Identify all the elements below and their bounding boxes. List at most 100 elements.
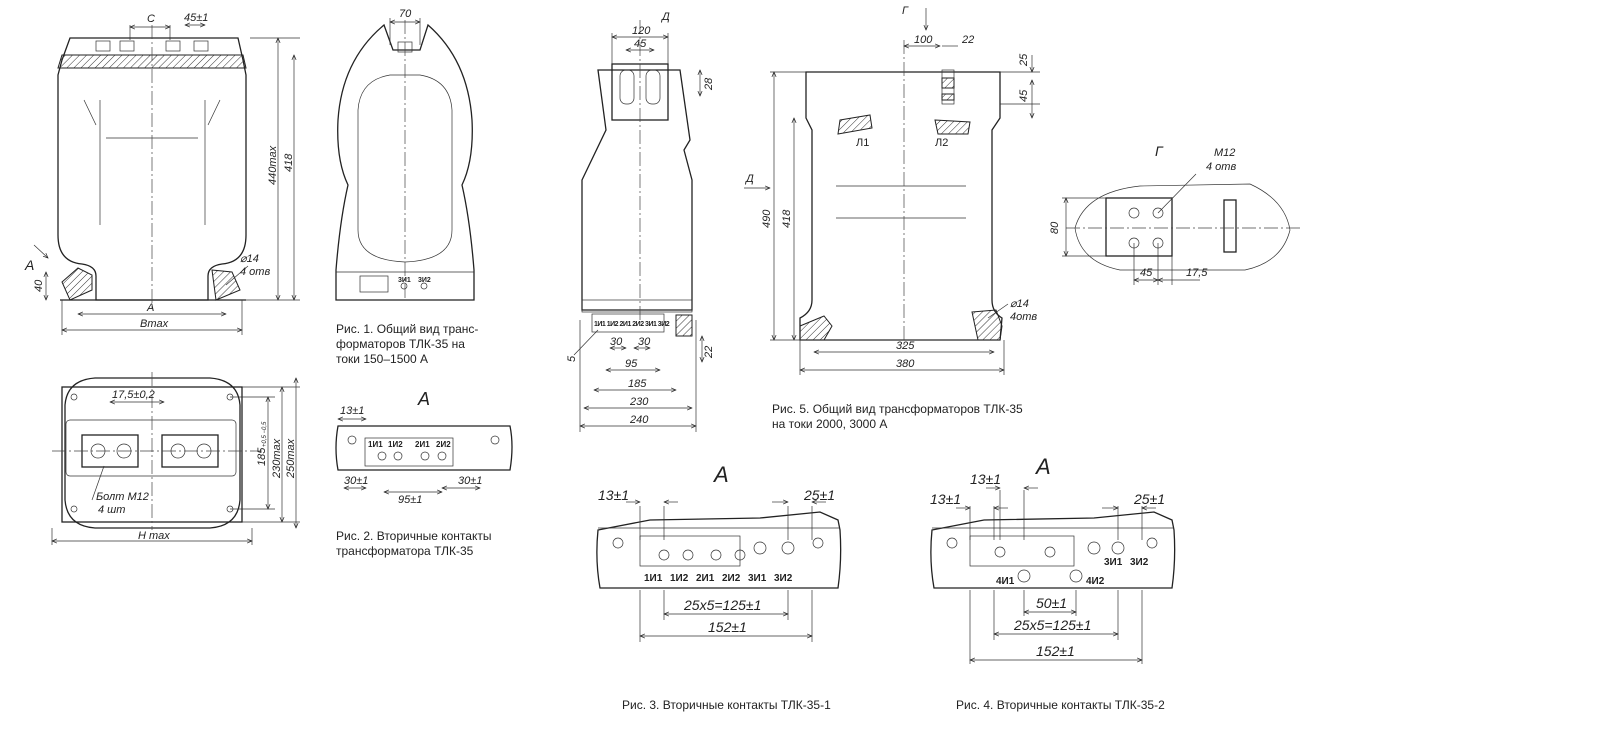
fig1-dim-a: А xyxy=(146,302,154,314)
fig1-dim-hmax: 440max xyxy=(267,145,279,185)
fig3-terminal-6: 3И2 xyxy=(774,573,793,584)
view-g-mark: Г xyxy=(1155,143,1164,159)
plan-dim-bolt: Болт М12 xyxy=(96,491,149,503)
fig2-dim-d: 30±1 xyxy=(458,475,482,487)
fig5-dim-22: 22 xyxy=(961,34,974,46)
view-g-m12-count: 4 отв xyxy=(1206,161,1236,173)
fig5-dim-325: 325 xyxy=(896,340,915,352)
fig2-mark-a: А xyxy=(417,389,430,409)
fig4-dim-a: 13±1 xyxy=(930,491,961,507)
fig5-dim-95: 95 xyxy=(625,358,638,370)
fig4-dim-d: 25x5=125±1 xyxy=(1013,617,1091,633)
view-g: Г М12 4 отв 80 45 17,5 xyxy=(1049,143,1300,285)
view-g-dim-17: 17,5 xyxy=(1186,267,1208,279)
fig5-mark-d: Д xyxy=(660,11,670,23)
fig1-caption-line-1: Рис. 1. Общий вид транс- xyxy=(336,322,479,336)
fig2-dim-b: 30±1 xyxy=(344,475,368,487)
fig5-dim-22: 22 xyxy=(703,346,715,359)
fig3-terminal-3: 2И1 xyxy=(696,573,715,584)
fig3-dim-a: 13±1 xyxy=(598,487,629,503)
fig1-caption-line-3: токи 150–1500 А xyxy=(336,352,429,366)
fig3-mark-a: А xyxy=(712,462,729,487)
fig4-caption-line: Рис. 4. Вторичные контакты ТЛК-35-2 xyxy=(956,698,1165,712)
fig5-dim-hole: ⌀14 xyxy=(1010,298,1029,310)
fig5-mark-g: Г xyxy=(902,5,909,17)
fig1-front-view: С 45±1 440max 418 А ⌀14 4 отв 40 А Bmax xyxy=(24,12,300,335)
fig3-terminal-1: 1И1 xyxy=(644,573,663,584)
fig5-side-view: Д 120 45 28 1И1 1И2 2И1 2И2 3И1 3И2 30 3… xyxy=(566,11,715,432)
fig5-dim-120: 120 xyxy=(632,25,651,37)
fig4-terminal-3: 3И1 xyxy=(1104,557,1123,568)
fig4-terminal-4: 3И2 xyxy=(1130,557,1149,568)
fig1-dim-hole: ⌀14 xyxy=(240,253,259,265)
fig3-dim-b: 25±1 xyxy=(803,487,835,503)
fig4-dim-c: 50±1 xyxy=(1036,595,1067,611)
fig4-dim-top: 13±1 xyxy=(970,471,1001,487)
fig5-dim-100: 100 xyxy=(914,34,933,46)
plan-dim-250: 250max xyxy=(285,438,297,479)
fig5-caption-line-2: на токи 2000, 3000 А xyxy=(772,417,888,431)
fig3-terminal-4: 2И2 xyxy=(722,573,741,584)
fig2-terminal-3: 2И1 xyxy=(415,440,430,449)
fig1-mark-a: А xyxy=(24,257,34,273)
fig4-contacts: А 13±1 13±1 25±1 50±1 25x5=125±1 152±1 4… xyxy=(930,454,1176,664)
fig5-dim-30a: 30 xyxy=(610,336,623,348)
fig5-dim-185: 185 xyxy=(628,378,647,390)
fig5-label-l2: Л2 xyxy=(935,137,948,149)
fig4-terminal-2: 4И2 xyxy=(1086,576,1105,587)
fig5-dim-240: 240 xyxy=(629,414,649,426)
view-g-m12: М12 xyxy=(1214,147,1235,159)
plan-dim-185: 185 xyxy=(256,447,268,466)
fig5-dim-230: 230 xyxy=(629,396,649,408)
view-g-dim-80: 80 xyxy=(1049,221,1061,234)
fig2-terminal-1: 1И1 xyxy=(368,440,383,449)
plan-dim-bolt-count: 4 шт xyxy=(98,504,125,516)
fig2-contacts: А 13±1 30±1 95±1 30±1 1И1 1И2 2И1 2И2 xyxy=(335,389,513,506)
fig3-dim-d: 152±1 xyxy=(708,619,747,635)
fig1-terminal-3i2: 3И2 xyxy=(418,277,431,284)
fig3-terminal-2: 1И2 xyxy=(670,573,689,584)
plan-dim-hmax: H max xyxy=(138,530,170,542)
fig2-caption: Рис. 2. Вторичные контакты трансформатор… xyxy=(336,529,491,559)
fig5-dim-45: 45 xyxy=(634,38,647,50)
fig1-dim-c: С xyxy=(147,13,155,25)
plan-dim-tolerance: +0,5 −0,5 xyxy=(262,421,268,447)
fig1-terminal-3i1: 3И1 xyxy=(398,277,411,284)
fig5-dim-418: 418 xyxy=(781,209,793,228)
plan-dim-230: 230max xyxy=(271,438,283,479)
fig4-dim-e: 152±1 xyxy=(1036,643,1075,659)
fig1-side-view: 70 3И1 3И2 xyxy=(335,8,475,301)
plan-view: 17,5±0,2 185 +0,5 −0,5 230max 250max Бол… xyxy=(52,372,300,545)
fig1-dim-top-width: 70 xyxy=(399,8,412,20)
fig3-contacts: А 13±1 25±1 25x5=125±1 152±1 1И1 1И2 2И1… xyxy=(596,462,842,642)
fig3-terminal-5: 3И1 xyxy=(748,573,767,584)
fig5-dim-380: 380 xyxy=(896,358,915,370)
fig2-dim-a: 13±1 xyxy=(340,405,364,417)
fig5-dim-25: 25 xyxy=(1018,53,1030,67)
fig5-mark-d-arrow: Д xyxy=(744,173,754,185)
fig2-caption-line-1: Рис. 2. Вторичные контакты xyxy=(336,529,492,543)
fig4-terminal-1: 4И1 xyxy=(996,576,1015,587)
fig5-dim-30b: 30 xyxy=(638,336,651,348)
fig3-caption-line: Рис. 3. Вторичные контакты ТЛК-35-1 xyxy=(622,698,831,712)
fig5-front-view: Г 100 22 25 45 Л1 Л2 Д 490 418 ⌀14 4отв … xyxy=(744,5,1040,375)
fig5-dim-45: 45 xyxy=(1018,89,1030,102)
plan-dim-pitch: 17,5±0,2 xyxy=(112,389,155,401)
view-g-dim-45: 45 xyxy=(1140,267,1153,279)
fig1-dim-pitch: 45±1 xyxy=(184,12,208,24)
fig5-dim-hole-count: 4отв xyxy=(1010,311,1037,323)
fig5-dim-28: 28 xyxy=(703,77,715,91)
fig1-dim-h: 418 xyxy=(283,153,295,172)
fig2-dim-c: 95±1 xyxy=(398,494,422,506)
fig1-caption-line-2: форматоров ТЛК-35 на xyxy=(336,337,465,351)
fig3-caption: Рис. 3. Вторичные контакты ТЛК-35-1 xyxy=(622,698,831,713)
fig5-caption-line-1: Рис. 5. Общий вид трансформаторов ТЛК-35 xyxy=(772,402,1023,416)
fig4-mark-a: А xyxy=(1034,454,1051,479)
fig4-dim-b: 25±1 xyxy=(1133,491,1165,507)
fig5-label-l1: Л1 xyxy=(856,137,869,149)
fig3-dim-c: 25x5=125±1 xyxy=(683,597,761,613)
fig5-dim-5: 5 xyxy=(566,355,578,362)
fig5-caption: Рис. 5. Общий вид трансформаторов ТЛК-35… xyxy=(772,402,1023,432)
fig1-dim-hole-count: 4 отв xyxy=(240,266,270,278)
